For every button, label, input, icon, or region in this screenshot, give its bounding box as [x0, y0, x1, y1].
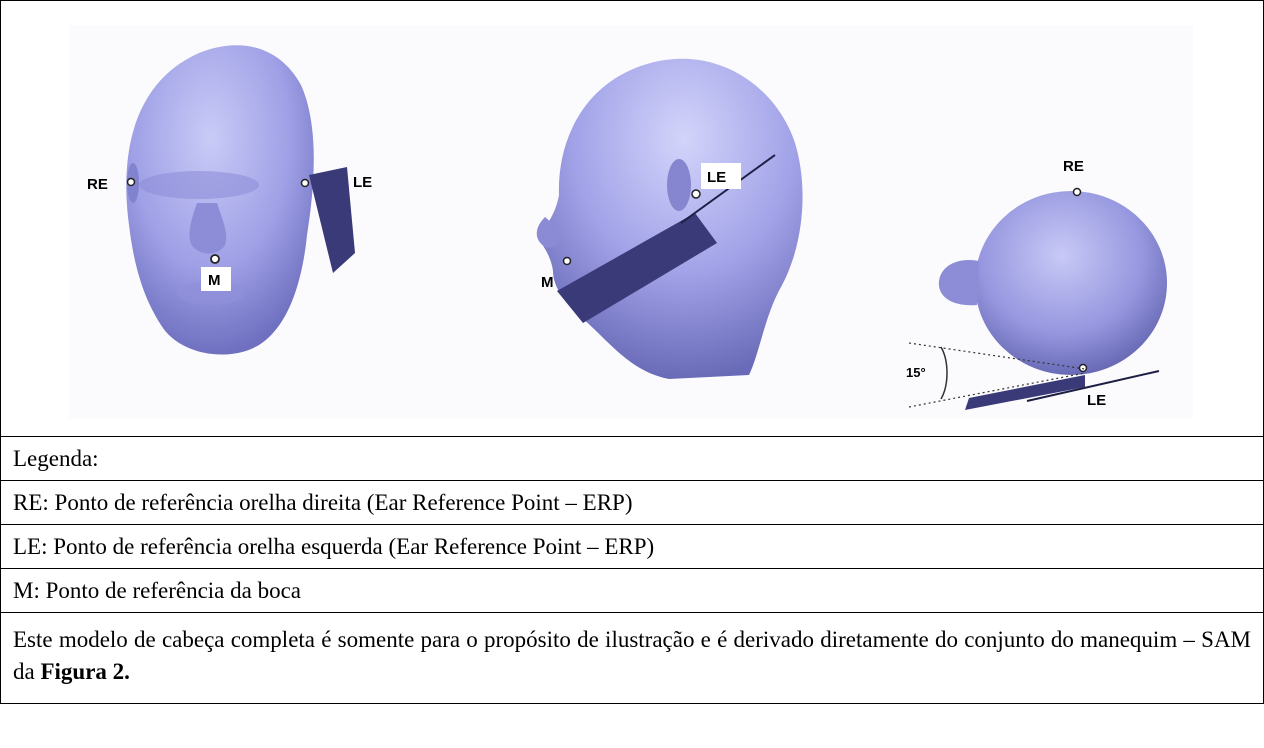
legend-item-re: RE: Ponto de referência orelha direita (… — [13, 489, 633, 515]
legend-item-le: LE: Ponto de referência orelha esquerda … — [13, 533, 655, 559]
top-angle-label: 15° — [906, 365, 926, 380]
legend-note-text: Este modelo de cabeça completa é somente… — [13, 627, 1251, 684]
legend-title-row: Legenda: — [1, 437, 1263, 481]
side-head-view: LE M — [536, 58, 803, 380]
legend-note-figure-ref: Figura 2. — [40, 659, 130, 684]
legend-item-m-row: M: Ponto de referência da boca — [1, 569, 1263, 613]
top-head-view: RE 15° LE — [906, 158, 1167, 410]
front-head-view: RE LE M — [87, 45, 372, 355]
legend-item-m: M: Ponto de referência da boca — [13, 577, 302, 603]
legend-note-row: Este modelo de cabeça completa é somente… — [1, 613, 1263, 703]
legend-item-re-row: RE: Ponto de referência orelha direita (… — [1, 481, 1263, 525]
head-model-figure: RE LE M LE — [69, 25, 1193, 419]
side-le-label: LE — [707, 169, 726, 186]
top-le-label: LE — [1087, 392, 1106, 409]
front-m-label: M — [208, 272, 221, 289]
figure-cell: RE LE M LE — [1, 1, 1263, 437]
front-re-label: RE — [87, 176, 108, 193]
side-m-label: M — [541, 274, 554, 291]
figure-table: RE LE M LE — [0, 0, 1264, 704]
top-re-label: RE — [1063, 158, 1084, 175]
legend-item-le-row: LE: Ponto de referência orelha esquerda … — [1, 525, 1263, 569]
front-le-label: LE — [353, 174, 372, 191]
legend-title: Legenda: — [13, 445, 99, 471]
head-model-svg: RE LE M LE — [87, 45, 1167, 410]
